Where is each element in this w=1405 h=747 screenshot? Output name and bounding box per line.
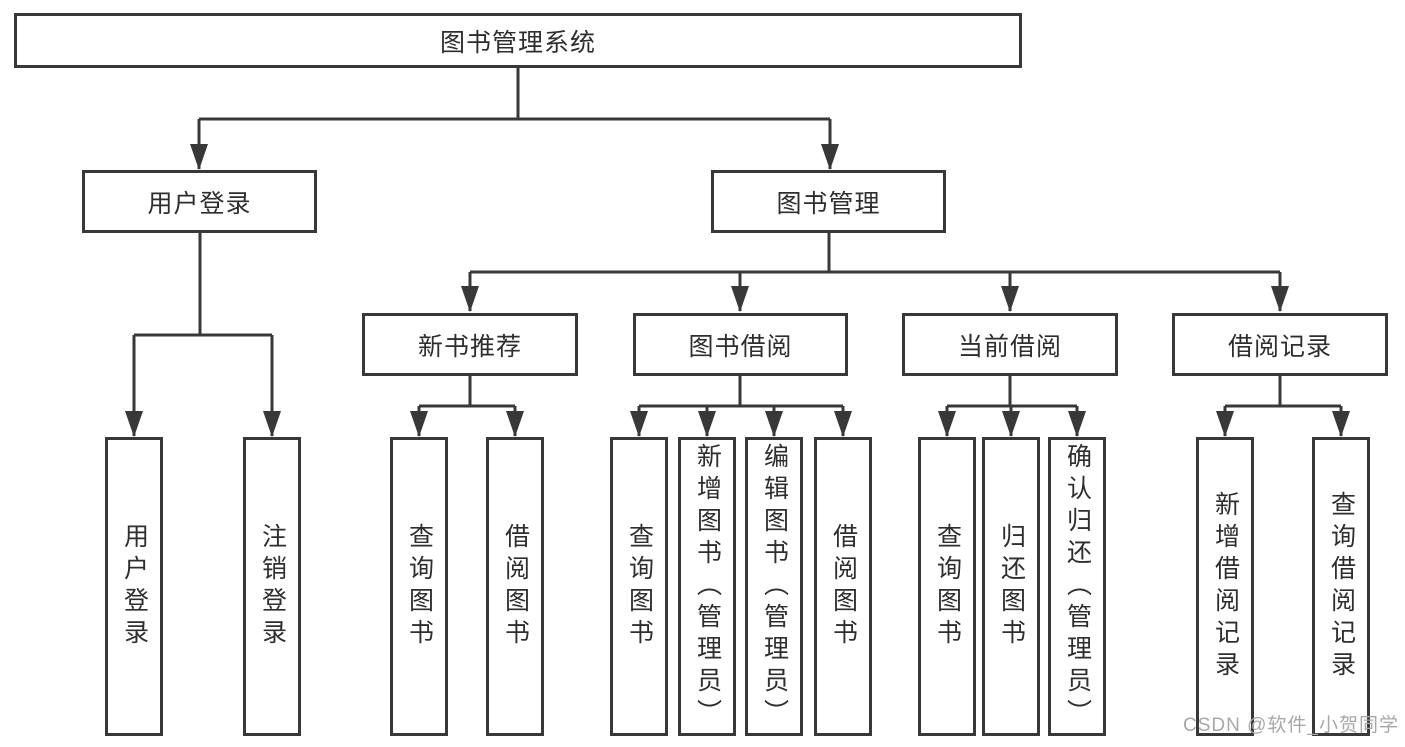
node-label-br-query-record: 查询借阅记录 [1327, 490, 1356, 683]
node-label-current-borrowing: 当前借阅 [957, 332, 1062, 361]
node-label-new-book-recommend: 新书推荐 [417, 332, 522, 361]
node-label-bb-add-book-admin: 新增图书（管理员） [693, 442, 722, 731]
node-cb-confirm-return: 确认归还（管理员） [1048, 437, 1106, 736]
node-bb-add-book-admin: 新增图书（管理员） [678, 437, 736, 736]
node-label-cb-return-book: 归还图书 [997, 522, 1026, 651]
node-label-logout: 注销登录 [258, 522, 287, 651]
node-br-add-record: 新增借阅记录 [1196, 437, 1254, 736]
node-label-bb-borrow-book: 借阅图书 [829, 522, 858, 651]
node-cb-query-book: 查询图书 [918, 437, 976, 736]
node-bb-edit-book-admin: 编辑图书（管理员） [745, 437, 803, 736]
node-current-borrowing: 当前借阅 [902, 313, 1118, 376]
node-label-borrowing-records: 借阅记录 [1227, 332, 1332, 361]
node-label-root: 图书管理系统 [439, 28, 596, 57]
node-br-query-record: 查询借阅记录 [1312, 437, 1370, 736]
node-nbr-query-book: 查询图书 [390, 437, 448, 736]
node-label-user-login: 用户登录 [120, 522, 149, 651]
node-new-book-recommend: 新书推荐 [362, 313, 578, 376]
node-label-nbr-query-book: 查询图书 [405, 522, 434, 651]
node-nbr-borrow-book: 借阅图书 [486, 437, 544, 736]
node-bb-borrow-book: 借阅图书 [814, 437, 872, 736]
node-label-bb-edit-book-admin: 编辑图书（管理员） [760, 442, 789, 731]
node-label-cb-query-book: 查询图书 [933, 522, 962, 651]
node-root: 图书管理系统 [14, 13, 1022, 68]
node-logout: 注销登录 [243, 437, 301, 736]
node-cb-return-book: 归还图书 [982, 437, 1040, 736]
node-label-bb-query-book: 查询图书 [625, 522, 654, 651]
node-label-br-add-record: 新增借阅记录 [1211, 490, 1240, 683]
watermark: CSDN @软件_小贺同学 [1183, 715, 1399, 736]
node-bb-query-book: 查询图书 [610, 437, 668, 736]
node-user-login-group: 用户登录 [82, 170, 317, 233]
node-user-login: 用户登录 [105, 437, 163, 736]
node-borrowing-records: 借阅记录 [1172, 313, 1388, 376]
node-label-cb-confirm-return: 确认归还（管理员） [1063, 442, 1092, 731]
node-book-borrowing: 图书借阅 [633, 313, 848, 376]
node-label-book-borrowing: 图书借阅 [688, 332, 793, 361]
node-book-management: 图书管理 [711, 170, 946, 233]
node-label-nbr-borrow-book: 借阅图书 [501, 522, 530, 651]
node-label-user-login-group: 用户登录 [147, 189, 252, 218]
node-label-book-management: 图书管理 [776, 189, 881, 218]
